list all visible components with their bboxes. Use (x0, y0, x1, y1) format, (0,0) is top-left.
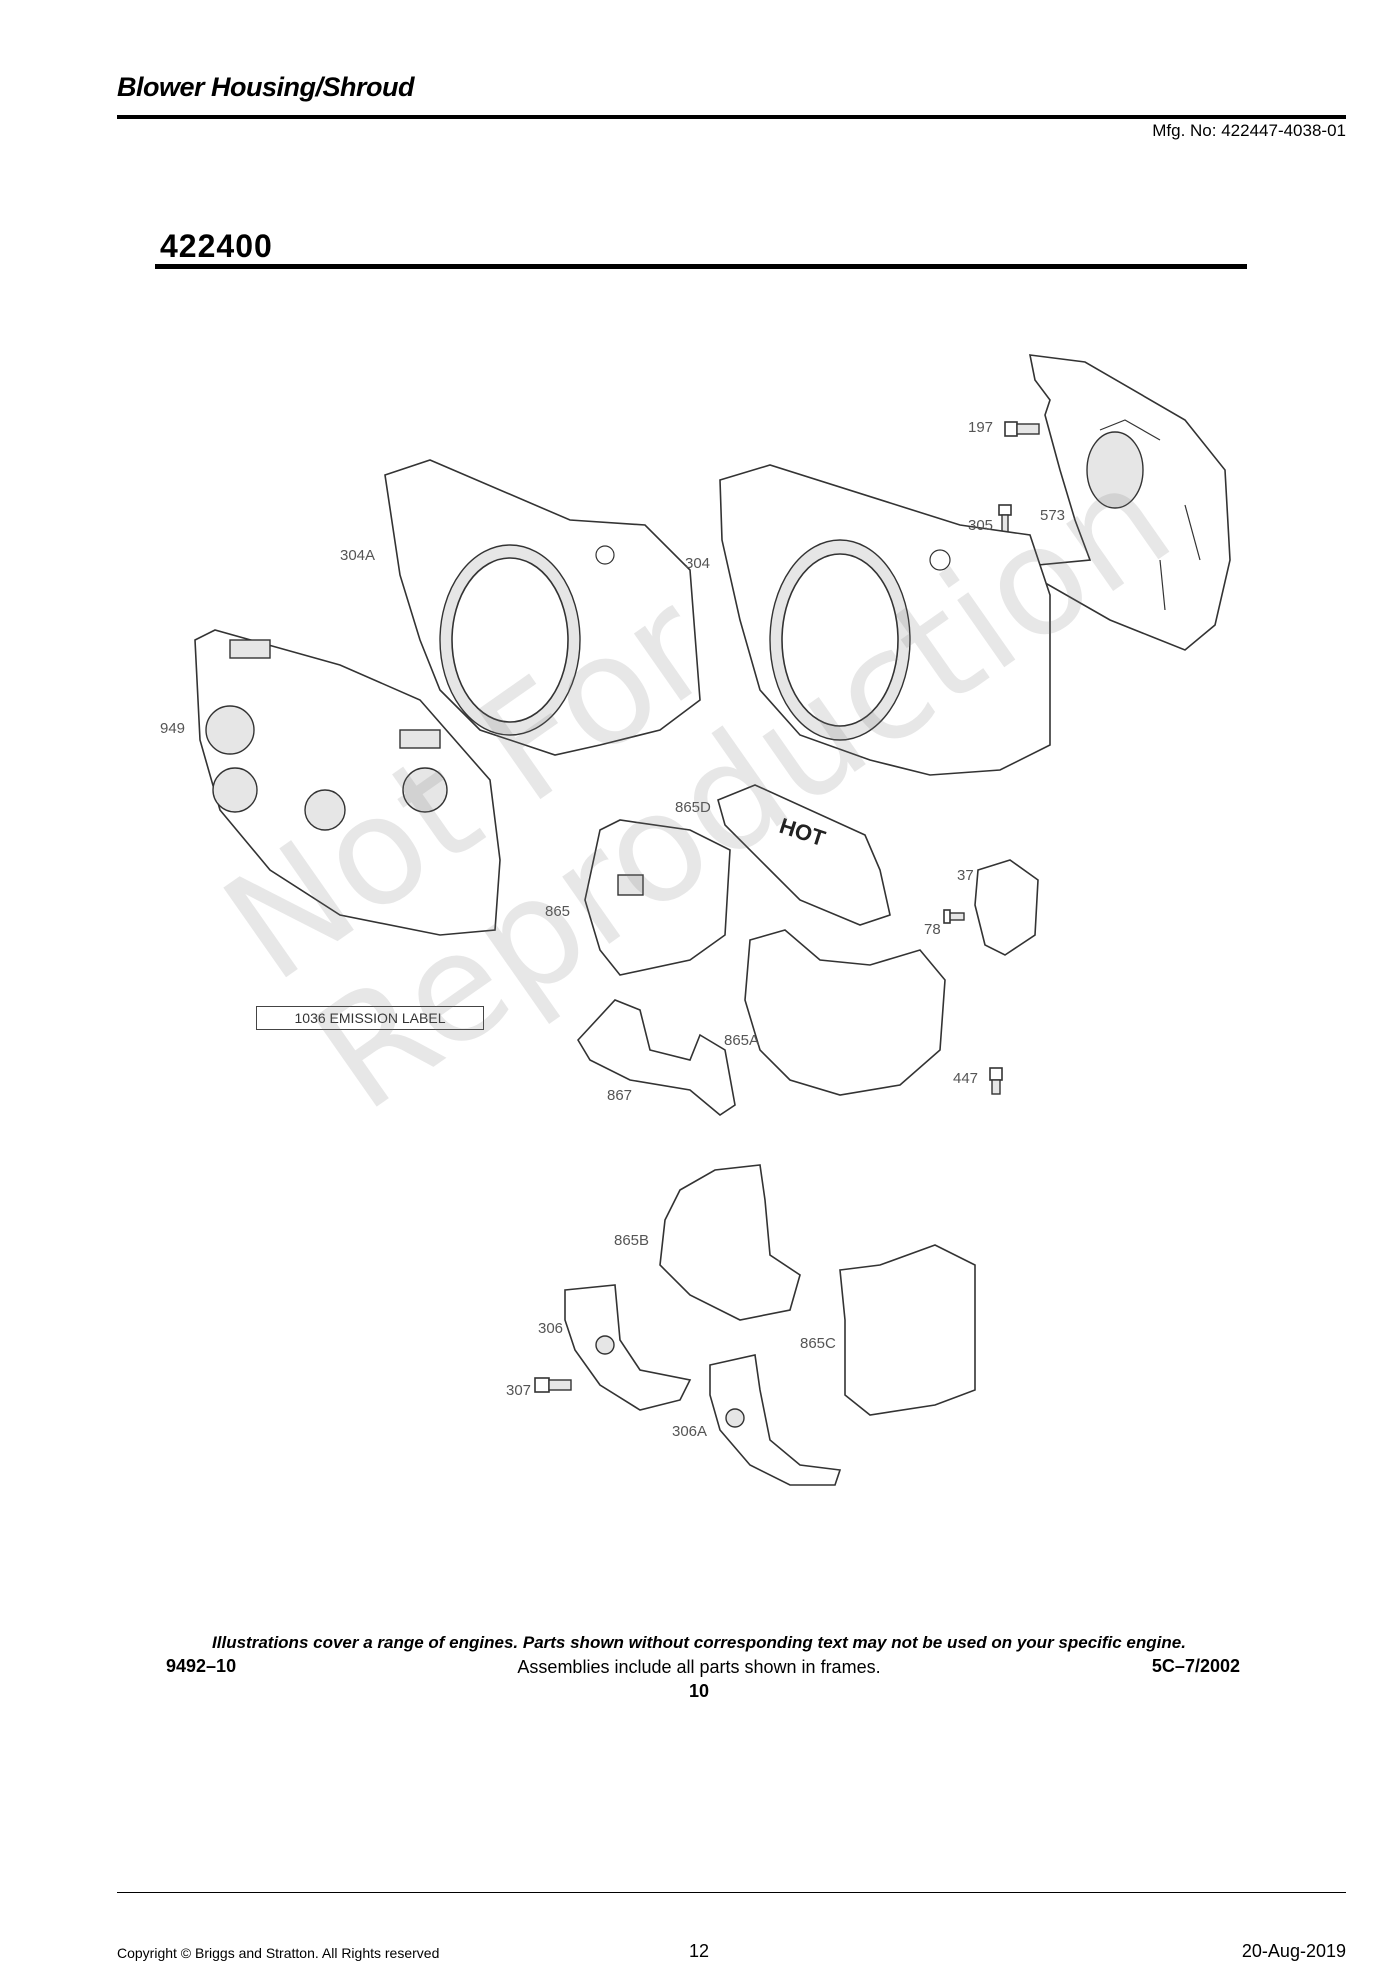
callout-78: 78 (924, 921, 941, 938)
part-306a-cover (709, 1354, 842, 1486)
footer-date: 20-Aug-2019 (1241, 1941, 1346, 1961)
section-number: 422400 (160, 228, 273, 264)
callout-197: 197 (968, 419, 993, 436)
part-306-cover (564, 1284, 692, 1411)
callout-949: 949 (160, 720, 185, 737)
callout-305: 305 (968, 517, 993, 534)
mfg-number: Mfg. No: 422447-4038-01 (1152, 121, 1346, 140)
title-rule (117, 115, 1346, 119)
part-37-bracket (974, 859, 1039, 956)
part-865b-cover (659, 1164, 801, 1321)
callout-865a: 865A (724, 1032, 759, 1049)
page-title: Blower Housing/Shroud (117, 72, 415, 102)
callout-37: 37 (957, 867, 974, 884)
part-865a-cover (744, 929, 946, 1096)
part-865-cover (584, 819, 731, 976)
copyright-notice: Copyright © Briggs and Stratton. All Rig… (117, 1945, 440, 1961)
callout-865b: 865B (614, 1232, 649, 1249)
part-865c-cover (839, 1244, 976, 1416)
callout-447: 447 (953, 1070, 978, 1087)
footer-rule (117, 1892, 1346, 1893)
callout-306: 306 (538, 1320, 563, 1337)
part-197-bolt (1004, 421, 1040, 437)
part-307-bolt (534, 1377, 572, 1393)
part-867-bracket (577, 999, 736, 1116)
part-573-backplate (1028, 354, 1231, 651)
part-304a-housing (384, 459, 701, 756)
assemblies-note: Assemblies include all parts shown in fr… (517, 1657, 881, 1677)
inner-page-number: 10 (688, 1681, 710, 1701)
page-number: 12 (688, 1941, 710, 1961)
callout-304a: 304A (340, 547, 375, 564)
callout-304: 304 (685, 555, 710, 572)
part-949-shroud (194, 629, 501, 936)
part-865d-hot-cover: HOT (717, 784, 891, 926)
part-447-screw (989, 1067, 1003, 1095)
document-code: 9492–10 (166, 1656, 237, 1676)
emission-label-box: 1036 EMISSION LABEL (256, 1006, 484, 1030)
callout-865d: 865D (675, 799, 711, 816)
callout-573: 573 (1040, 507, 1065, 524)
callout-307: 307 (506, 1382, 531, 1399)
callout-865c: 865C (800, 1335, 836, 1352)
callout-306a: 306A (672, 1423, 707, 1440)
callout-867: 867 (607, 1087, 632, 1104)
part-78-screw (943, 909, 965, 924)
part-304-housing (719, 464, 1051, 776)
disclaimer-note: Illustrations cover a range of engines. … (212, 1633, 1186, 1652)
section-rule (155, 264, 1247, 269)
document-date-code: 5C–7/2002 (1151, 1656, 1240, 1676)
callout-865: 865 (545, 903, 570, 920)
